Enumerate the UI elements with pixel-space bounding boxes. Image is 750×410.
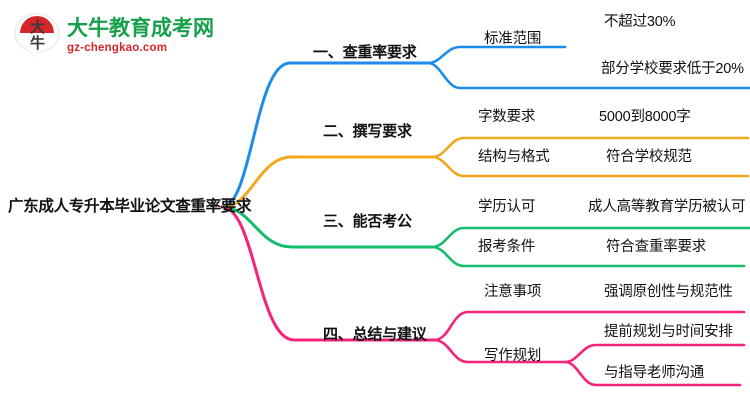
branch-1-connectors <box>220 45 750 209</box>
branch-2-split-lower <box>430 155 750 178</box>
logo-text-block: 大牛教育成考网 gz-chengkao.com <box>67 17 214 55</box>
logo-mark-icon: 大 牛 <box>14 13 60 59</box>
branch-4-trunk <box>220 205 436 342</box>
node-branch-3-leaf-1[interactable]: 成人高等教育学历被认可 <box>588 199 746 215</box>
node-branch-3-exam-conditions[interactable]: 报考条件 <box>478 239 536 255</box>
branch-3-trunk <box>220 205 434 249</box>
node-branch-1-standard-range[interactable]: 标准范围 <box>484 31 542 47</box>
node-branch-2-leaf-2[interactable]: 符合学校规范 <box>606 149 692 165</box>
node-branch-3-leaf-2[interactable]: 符合查重率要求 <box>606 239 707 255</box>
node-branch-4-leaf-3[interactable]: 与指导老师沟通 <box>604 365 705 381</box>
branch-1-trunk <box>220 61 430 209</box>
branch-3-connectors <box>220 205 750 268</box>
logo-mark-line1: 大 <box>29 19 45 36</box>
node-branch-4[interactable]: 四、总结与建议 <box>323 326 427 343</box>
node-branch-4-writing-plan[interactable]: 写作规划 <box>484 348 542 364</box>
branch-4-split-lower <box>432 338 567 364</box>
node-branch-2-word-count[interactable]: 字数要求 <box>478 109 536 125</box>
node-branch-1-leaf-1[interactable]: 不超过30% <box>604 14 676 30</box>
node-branch-2-leaf-1[interactable]: 5000到8000字 <box>599 109 691 125</box>
branch-4-connectors <box>220 205 746 387</box>
node-branch-4-notes[interactable]: 注意事项 <box>484 284 542 300</box>
branch-3-split-lower <box>430 245 746 268</box>
node-branch-3-degree-recognition[interactable]: 学历认可 <box>478 199 536 215</box>
branch-4-split-upper <box>432 310 746 342</box>
mindmap-root-node[interactable]: 广东成人专升本毕业论文查重率要求 <box>8 198 252 215</box>
branch-2-trunk <box>220 155 434 209</box>
branch-4-leaf-lower <box>563 360 742 387</box>
branch-1-split-upper <box>426 45 567 65</box>
node-branch-4-leaf-2[interactable]: 提前规划与时间安排 <box>604 324 733 340</box>
logo-mark-text: 大 牛 <box>14 20 60 51</box>
node-branch-1-leaf-2[interactable]: 部分学校要求低于20% <box>601 61 744 77</box>
node-branch-2[interactable]: 二、撰写要求 <box>323 123 412 140</box>
site-logo: 大 牛 大牛教育成考网 gz-chengkao.com <box>14 10 214 62</box>
node-branch-3[interactable]: 三、能否考公 <box>323 213 412 230</box>
branch-2-connectors <box>220 136 750 209</box>
node-branch-4-leaf-1[interactable]: 强调原创性与规范性 <box>604 284 733 300</box>
node-branch-1[interactable]: 一、查重率要求 <box>313 44 417 61</box>
branch-1-split-lower <box>426 61 750 90</box>
logo-red-arc-shape <box>20 16 54 33</box>
node-branch-2-structure-format[interactable]: 结构与格式 <box>478 149 550 165</box>
branch-4-leaf-upper <box>563 343 746 364</box>
logo-mark-line2: 牛 <box>29 35 45 52</box>
logo-subtitle: gz-chengkao.com <box>67 42 168 54</box>
logo-title: 大牛教育成考网 <box>67 17 214 40</box>
